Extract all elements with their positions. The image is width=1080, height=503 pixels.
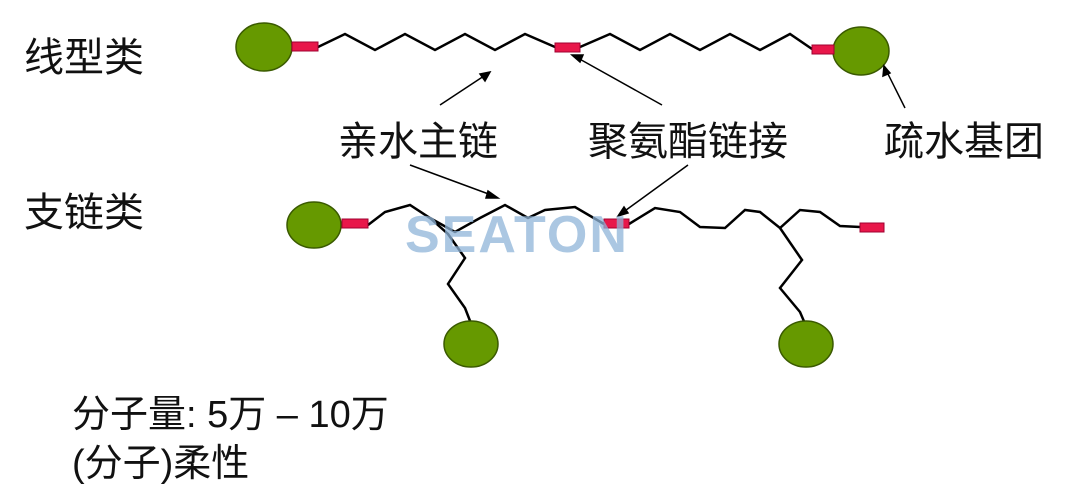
- arrow-hydrophobic-head: [882, 64, 892, 78]
- label-hydrophilic-backbone: 亲水主链: [338, 119, 498, 165]
- arrow-hydrophobic: [885, 69, 906, 109]
- label-linear-type: 线型类: [24, 35, 144, 81]
- arrow-urethane-lower: [621, 164, 689, 214]
- branched-side-chain-left: [429, 217, 474, 327]
- linear-urethane-link-left: [291, 41, 319, 52]
- seaton-watermark: SEATON: [405, 206, 629, 264]
- linear-hydrophilic-chain-right: [579, 32, 813, 52]
- branched-hydrophobic-group-bottom-right: [778, 320, 834, 368]
- label-hydrophobic-group: 疏水基团: [884, 119, 1044, 165]
- branched-main-chain-left: [367, 203, 605, 234]
- arrow-backbone-upper: [439, 73, 488, 106]
- arrow-urethane-upper-head: [570, 54, 585, 64]
- branched-hydrophobic-group-left: [286, 201, 342, 249]
- linear-hydrophilic-chain-left: [317, 32, 556, 52]
- arrow-backbone-upper-head: [478, 70, 492, 83]
- branched-urethane-link-right: [859, 222, 885, 233]
- linear-urethane-link-middle: [554, 42, 581, 53]
- branched-hydrophobic-group-bottom-left: [443, 320, 499, 368]
- linear-urethane-link-right: [811, 44, 835, 55]
- label-branched-type: 支链类: [24, 190, 144, 236]
- arrow-backbone-lower-head: [485, 189, 501, 199]
- arrow-backbone-lower: [409, 164, 495, 197]
- branched-main-chain-right: [628, 206, 861, 230]
- label-urethane-link: 聚氨酯链接: [588, 119, 788, 165]
- flexibility-note: (分子)柔性: [72, 443, 250, 485]
- branched-side-chain-right: [778, 227, 808, 327]
- branched-urethane-link-left: [341, 218, 369, 229]
- linear-hydrophobic-group-left: [235, 22, 293, 72]
- arrow-urethane-lower-head: [616, 205, 630, 218]
- linear-hydrophobic-group-right: [832, 26, 890, 76]
- arrow-urethane-upper: [575, 56, 663, 106]
- molecular-weight-note: 分子量: 5万 – 10万: [72, 394, 389, 436]
- branched-urethane-link-middle: [603, 218, 630, 229]
